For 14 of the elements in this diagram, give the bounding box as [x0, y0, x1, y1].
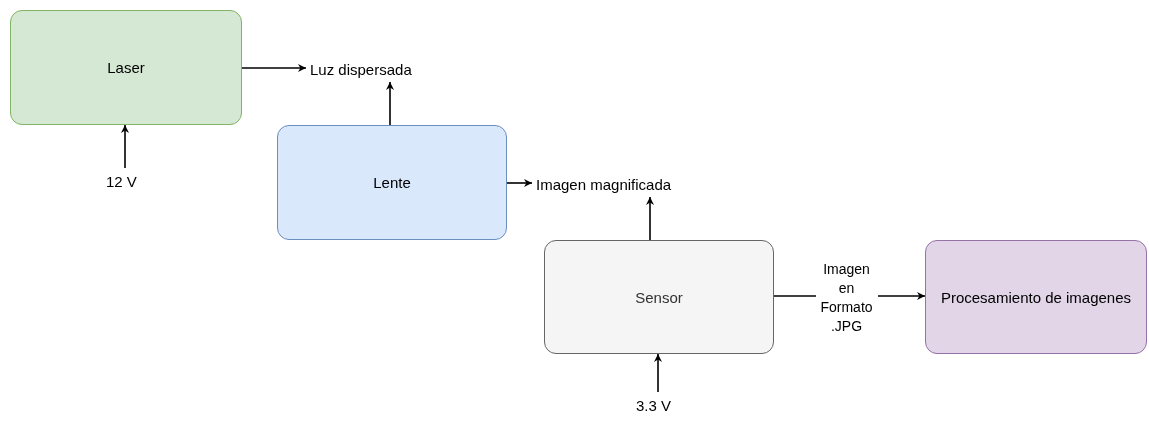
- arrow: [386, 81, 394, 126]
- arrow: [121, 124, 129, 169]
- process-box: Procesamiento de imagenes: [925, 240, 1147, 354]
- output-label: Luz dispersada: [306, 56, 416, 82]
- output-label: Imagen magnificada: [532, 171, 676, 197]
- arrow: [506, 179, 533, 187]
- voltage-label: 12 V: [102, 168, 141, 194]
- process-box: Sensor: [544, 240, 774, 354]
- voltage-label: 3.3 V: [632, 392, 676, 418]
- arrow: [646, 196, 654, 241]
- process-box: Laser: [10, 10, 242, 125]
- arrow: [654, 353, 662, 393]
- process-box: Lente: [277, 125, 507, 240]
- arrow: [241, 64, 307, 72]
